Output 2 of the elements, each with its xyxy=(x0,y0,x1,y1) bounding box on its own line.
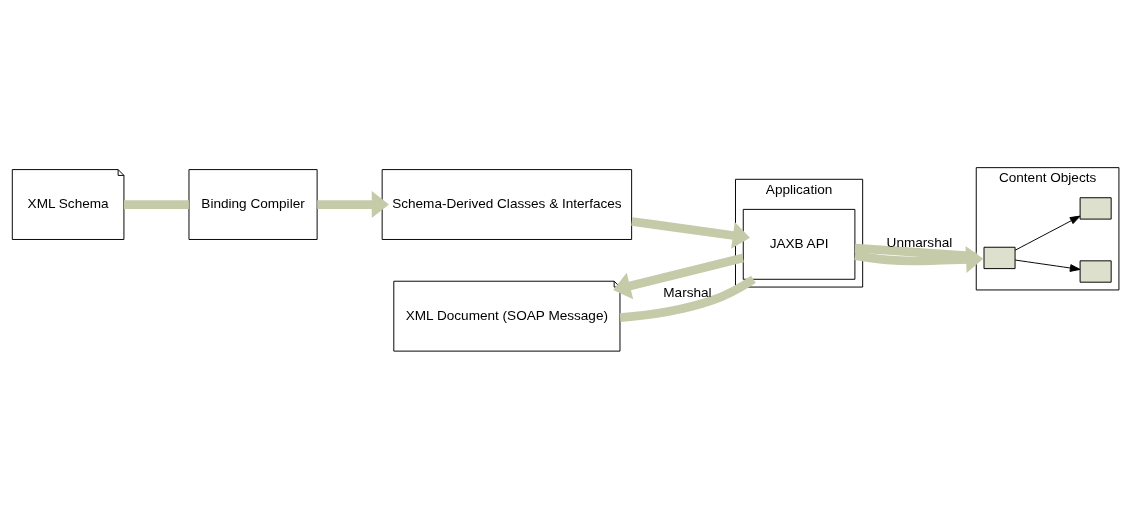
edge-label: Marshal xyxy=(663,284,712,300)
edge-label: Unmarshal xyxy=(886,234,953,250)
